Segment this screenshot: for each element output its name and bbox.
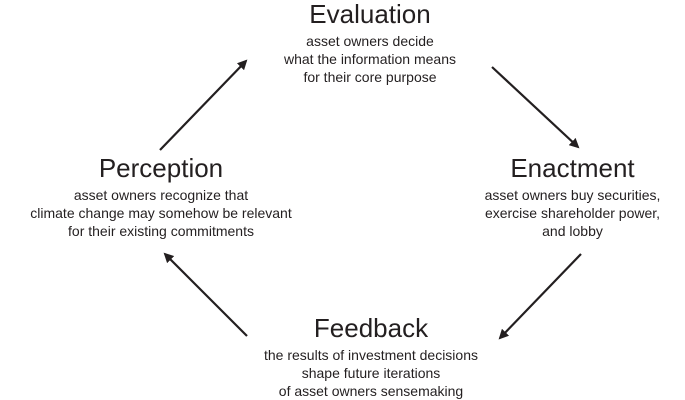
description-line: shape future iterations	[301, 365, 441, 381]
node-title-enactment: Enactment	[510, 153, 635, 183]
node-evaluation: Evaluation asset owners decide what the …	[240, 0, 500, 86]
arrow-perception-to-evaluation	[159, 59, 248, 151]
description-line: climate change may somehow be relevant	[30, 205, 292, 221]
node-title-perception: Perception	[98, 153, 224, 183]
node-enactment: Enactment asset owners buy securities, e…	[460, 154, 685, 240]
description-line: for their core purpose	[303, 69, 437, 85]
node-description-perception: asset owners recognize that climate chan…	[0, 186, 322, 240]
description-line: of asset owners sensemaking	[278, 383, 464, 399]
arrow-evaluation-to-enactment	[491, 66, 580, 149]
description-line: asset owners buy securities,	[484, 187, 661, 203]
description-line: asset owners recognize that	[73, 187, 249, 203]
arrow-enactment-to-feedback	[498, 253, 582, 340]
node-description-evaluation: asset owners decide what the information…	[240, 32, 500, 86]
description-line: what the information means	[284, 51, 456, 67]
node-perception: Perception asset owners recognize that c…	[0, 154, 322, 240]
node-description-enactment: asset owners buy securities, exercise sh…	[460, 186, 685, 240]
node-title-feedback: Feedback	[313, 313, 429, 343]
node-feedback: Feedback the results of investment decis…	[220, 314, 522, 400]
description-line: asset owners decide	[306, 33, 434, 49]
description-line: and lobby	[542, 223, 603, 239]
description-line: the results of investment decisions	[264, 347, 478, 363]
node-description-feedback: the results of investment decisions shap…	[220, 346, 522, 400]
description-line: exercise shareholder power,	[484, 205, 661, 221]
arrow-feedback-to-perception	[163, 252, 248, 337]
node-title-evaluation: Evaluation	[309, 0, 431, 29]
description-line: for their existing commitments	[68, 223, 254, 239]
